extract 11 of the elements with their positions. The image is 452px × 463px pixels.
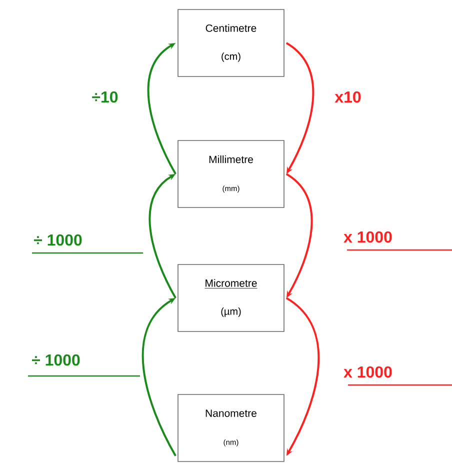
edge-label: x 1000	[344, 231, 392, 243]
arrow	[147, 43, 176, 174]
arrow	[148, 174, 176, 298]
unit-box: Micrometre (µm)	[178, 264, 284, 332]
edge-label: ÷10	[92, 91, 118, 103]
edge-label: ÷ 1000	[32, 354, 80, 366]
edge-label: x10	[334, 91, 361, 103]
edge-label: x 1000	[344, 366, 392, 378]
edge-label: ÷ 1000	[34, 234, 82, 246]
arrow	[142, 298, 176, 456]
unit-box: Centimetre (cm)	[178, 9, 284, 77]
